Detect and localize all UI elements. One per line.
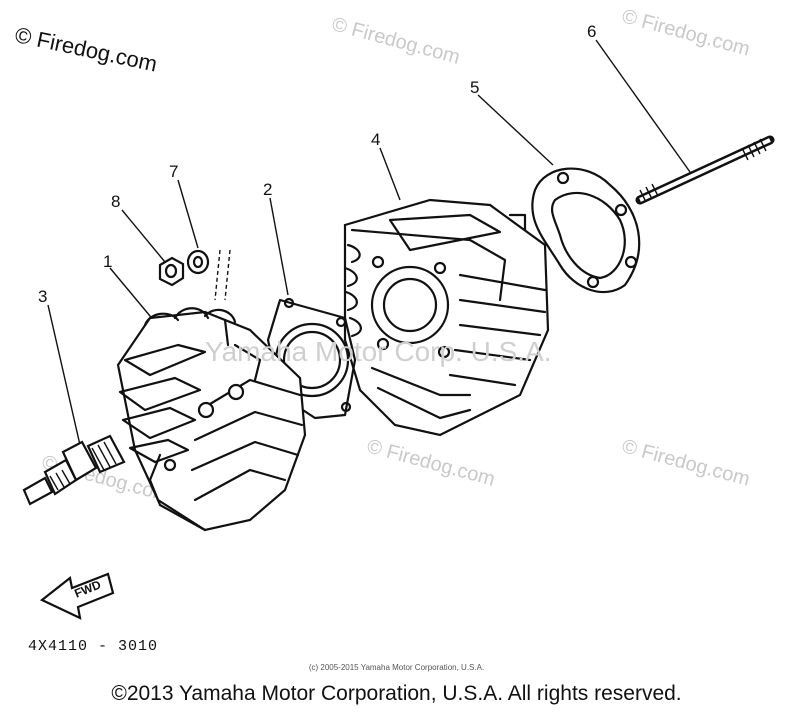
part-7-washer — [186, 249, 210, 275]
part-4-cylinder — [343, 198, 550, 437]
copyright-small: (c) 2005-2015 Yamaha Motor Corporation, … — [308, 663, 485, 672]
callout-1: 1 — [103, 252, 113, 271]
fwd-arrow — [39, 572, 115, 620]
callout-7: 7 — [169, 162, 179, 181]
copyright-main: ©2013 Yamaha Motor Corporation, U.S.A. A… — [111, 682, 682, 705]
part-5-base-gasket — [531, 167, 641, 294]
leader-lines — [47, 39, 691, 446]
part-3-spark-plug — [22, 434, 126, 506]
part-1-cylinder-head — [116, 307, 307, 532]
callout-6: 6 — [587, 22, 597, 41]
callout-5: 5 — [470, 78, 480, 97]
part-8-nut — [158, 256, 185, 287]
callout-3: 3 — [38, 287, 48, 306]
part-code: 4X4110 - 3010 — [28, 638, 159, 655]
center-watermark: Yamaha Motor Corp. U.S.A. — [205, 336, 552, 367]
callout-8: 8 — [111, 192, 121, 211]
part-6-stud-bolt — [635, 135, 775, 205]
callout-4: 4 — [371, 130, 381, 149]
callout-2: 2 — [263, 180, 273, 199]
